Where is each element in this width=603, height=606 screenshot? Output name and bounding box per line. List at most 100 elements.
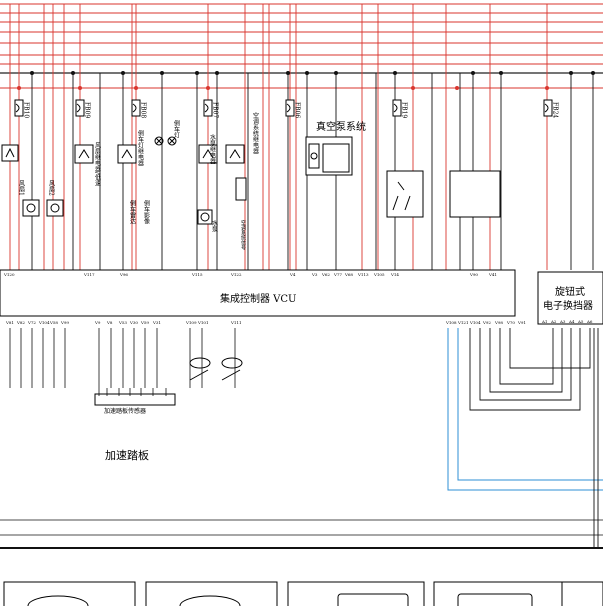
fuse-element bbox=[286, 103, 291, 113]
fan2-label: 风扇2 bbox=[48, 180, 55, 196]
can-wire bbox=[447, 328, 603, 491]
knob-pin-label: A6 bbox=[586, 319, 593, 324]
can-wire bbox=[457, 328, 603, 481]
junction-dot bbox=[305, 71, 309, 75]
vcu-block bbox=[0, 269, 516, 317]
vcu-pin-label: V30 bbox=[129, 320, 138, 325]
vcu-pin-label: V99 bbox=[60, 320, 69, 325]
vcu-pin-label: V117 bbox=[83, 272, 95, 277]
vcu-pin-label: V14 bbox=[390, 272, 399, 277]
pedal-label: 加速踏板 bbox=[105, 448, 149, 462]
fuse-label: FB10 bbox=[23, 102, 30, 118]
vcu-pin-label: V111 bbox=[230, 320, 242, 325]
signal-loop bbox=[479, 328, 572, 401]
switch-module-g bbox=[449, 170, 501, 218]
vcu-pin-label: V113 bbox=[357, 272, 369, 277]
junction-dot bbox=[206, 86, 210, 90]
vcu-pin-label: V98 bbox=[494, 320, 503, 325]
junction-dot bbox=[134, 86, 138, 90]
fan-relay-label: 风扇继电器/低速 bbox=[94, 142, 101, 187]
vcu-pin-label: V77 bbox=[333, 272, 342, 277]
vcu-pin-label: V72 bbox=[27, 320, 36, 325]
ac-signal-label: 空调系统信号 bbox=[240, 219, 246, 251]
vcu-pin-label: V81 bbox=[5, 320, 14, 325]
ac-relay-label: 空调系统继电器 bbox=[252, 111, 259, 155]
vcu-pin-label: V121 bbox=[457, 320, 469, 325]
reverse-relay-label: 倒车灯继电器 bbox=[137, 129, 144, 167]
signal-loop bbox=[509, 328, 591, 369]
vcu-pin-label: V59 bbox=[140, 320, 149, 325]
fuse-group bbox=[14, 99, 553, 117]
vcu-pin-label: V4 bbox=[289, 272, 296, 277]
wire-branches bbox=[9, 4, 595, 270]
vcu-pin-label: V115 bbox=[191, 272, 203, 277]
fuse-label: FB09 bbox=[84, 102, 91, 118]
fuse-label: FB19 bbox=[401, 102, 408, 118]
junction-dot bbox=[160, 71, 164, 75]
vcu-pin-label: V58 bbox=[49, 320, 58, 325]
pedal-coil-1 bbox=[189, 357, 211, 381]
vcu-pin-label: V104 bbox=[469, 320, 481, 325]
knob-shifter-label-2: 电子换挡器 bbox=[543, 299, 593, 312]
knob-pin-label: A4 bbox=[568, 319, 575, 324]
junction-dot bbox=[591, 71, 595, 75]
signal-loop bbox=[469, 328, 581, 411]
knob-pin-label: A5 bbox=[577, 319, 584, 324]
vcu-pin-label: V41 bbox=[488, 272, 497, 277]
knob-shifter-block bbox=[537, 271, 603, 325]
vcu-pin-label: V70 bbox=[506, 320, 515, 325]
lower-bus-lines bbox=[0, 328, 603, 549]
fan1-label: 风扇1 bbox=[18, 180, 25, 196]
junction-dot bbox=[195, 71, 199, 75]
fuse-label: FB07 bbox=[212, 102, 219, 118]
junction-dot bbox=[30, 71, 34, 75]
junction-dot bbox=[334, 71, 338, 75]
pedal-sensor-block bbox=[94, 393, 176, 406]
power-rails bbox=[0, 3, 603, 89]
reverse-relay bbox=[117, 144, 137, 164]
vcu-pin-label: V8 bbox=[106, 320, 113, 325]
fuse-label: FB06 bbox=[294, 102, 301, 118]
junction-dot bbox=[17, 86, 21, 90]
vcu-label: 集成控制器 VCU bbox=[220, 292, 296, 305]
vcu-pin-label: V101 bbox=[197, 320, 209, 325]
vcu-pin-label: V104 bbox=[38, 320, 50, 325]
pump-relay-label: 水泵继电器 bbox=[209, 133, 216, 165]
reverse-lamp-icon bbox=[154, 136, 177, 146]
junction-dot bbox=[215, 71, 219, 75]
pump-motor bbox=[197, 209, 213, 225]
vcu-pin-label: V90 bbox=[469, 272, 478, 277]
junction-dot bbox=[471, 71, 475, 75]
ac-small-module bbox=[235, 177, 247, 201]
junction-dot bbox=[455, 86, 459, 90]
reverse-cam-label: 倒车影像 bbox=[143, 199, 150, 224]
vacuum-pump-module bbox=[305, 136, 353, 176]
pump-relay bbox=[198, 144, 218, 164]
fan1-motor bbox=[22, 199, 40, 217]
junction-dot bbox=[569, 71, 573, 75]
reverse-lamp-label: 倒车灯 bbox=[173, 119, 180, 139]
pedal-coil-2 bbox=[221, 357, 243, 381]
signal-loop bbox=[489, 328, 563, 393]
fan-relay-1 bbox=[1, 144, 19, 162]
fuse-label: FB24 bbox=[552, 102, 559, 118]
vacuum-pump-label: 真空泵系统 bbox=[316, 120, 366, 133]
pump-label: 水泵 bbox=[211, 219, 218, 232]
vcu-pin-label: V96 bbox=[119, 272, 128, 277]
junction-dot bbox=[121, 71, 125, 75]
vcu-pin-label: V109 bbox=[185, 320, 197, 325]
knob-pin-label: A2 bbox=[550, 319, 557, 324]
fuse-element bbox=[76, 103, 81, 113]
junction-dot bbox=[411, 86, 415, 90]
knob-pin-label: A3 bbox=[559, 319, 566, 324]
fuse-element bbox=[132, 103, 137, 113]
vcu-pin-label: V122 bbox=[230, 272, 242, 277]
knob-shifter-label-1: 旋钮式 bbox=[555, 285, 585, 298]
junction-dot bbox=[286, 71, 290, 75]
fan-relay-2 bbox=[74, 144, 94, 164]
fan2-motor bbox=[46, 199, 64, 217]
junction-dot bbox=[545, 86, 549, 90]
vcu-pin-label: V62 bbox=[321, 272, 330, 277]
vcu-pin-label: V53 bbox=[118, 320, 127, 325]
